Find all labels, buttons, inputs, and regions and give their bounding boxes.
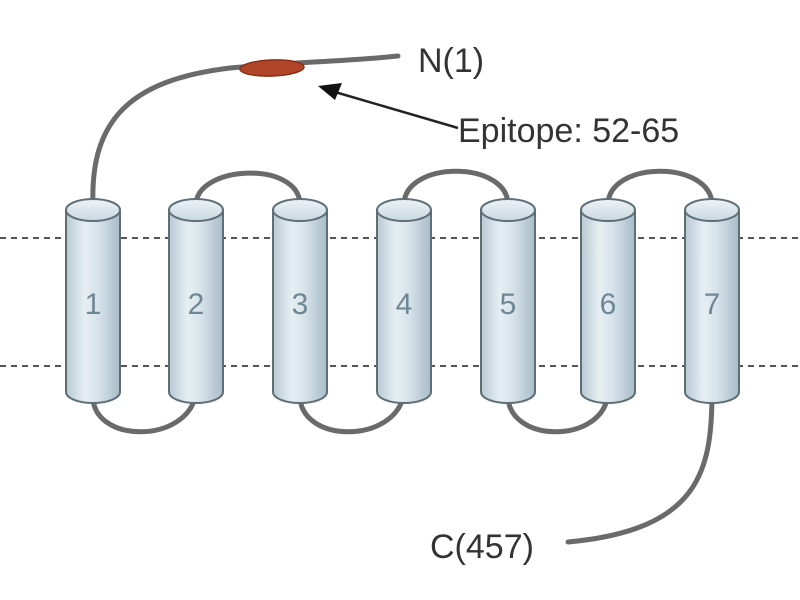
helix-label: 6 xyxy=(600,288,617,321)
helix-5: 5 xyxy=(480,198,536,404)
c-terminal-tail xyxy=(565,389,715,545)
helix-7: 7 xyxy=(684,198,740,404)
helix-label: 1 xyxy=(85,288,102,321)
helix-2: 2 xyxy=(168,198,224,404)
c-terminus-label: C(457) xyxy=(430,528,534,566)
epitope-arrow xyxy=(318,83,459,130)
extracellular-loop-2 xyxy=(401,168,511,208)
intracellular-loop-1 xyxy=(90,389,199,435)
helix-4: 4 xyxy=(376,198,432,404)
helix-label: 7 xyxy=(704,288,721,321)
helices: 1 2 3 4 5 6 7 xyxy=(65,198,740,404)
helix-3: 3 xyxy=(272,198,328,404)
intracellular-loop-2 xyxy=(297,389,407,435)
n-terminal-tail xyxy=(90,53,401,208)
epitope-marker xyxy=(239,59,305,77)
helix-6: 6 xyxy=(580,198,636,404)
helix-label: 2 xyxy=(188,288,205,321)
helix-1: 1 xyxy=(65,198,121,404)
intracellular-loop-3 xyxy=(505,389,611,435)
loops xyxy=(90,53,715,545)
n-terminus-label: N(1) xyxy=(418,42,484,80)
extracellular-loop-3 xyxy=(605,168,715,208)
helix-label: 3 xyxy=(292,288,309,321)
extracellular-loop-1 xyxy=(193,170,303,208)
helix-label: 4 xyxy=(396,288,413,321)
helix-label: 5 xyxy=(500,288,517,321)
epitope-label: Epitope: 52-65 xyxy=(458,112,679,150)
